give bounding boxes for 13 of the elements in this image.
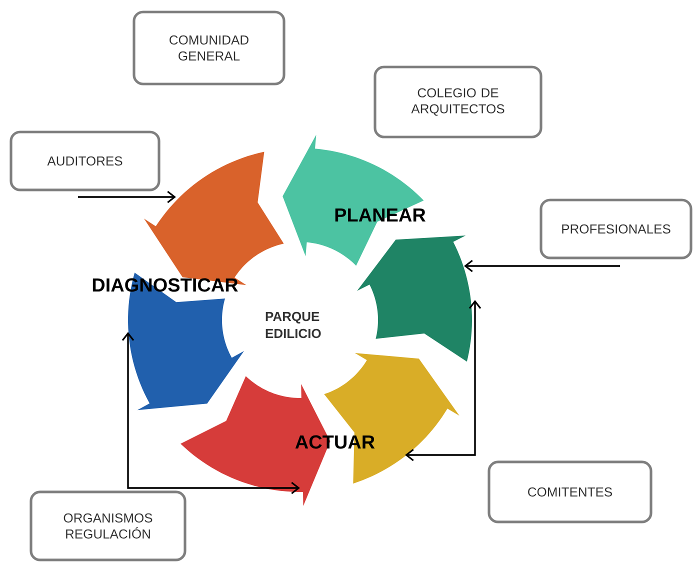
cycle-segment: [357, 236, 472, 362]
label-box: COLEGIO DE ARQUITECTOS: [374, 66, 542, 138]
arrow: [78, 190, 176, 204]
label-box: PROFESIONALES: [540, 198, 692, 260]
label-box: AUDITORES: [10, 130, 160, 192]
label-box: COMUNIDAD GENERAL: [132, 10, 286, 86]
label-box: COMITENTES: [488, 460, 652, 524]
arrow: [122, 332, 300, 494]
cycle-segment: [282, 134, 424, 266]
label-box: ORGANISMOS REGULACIÓN: [30, 490, 186, 562]
arrow: [464, 260, 620, 272]
center-text: PARQUE EDILICIO: [266, 312, 321, 338]
arrow: [405, 300, 482, 462]
